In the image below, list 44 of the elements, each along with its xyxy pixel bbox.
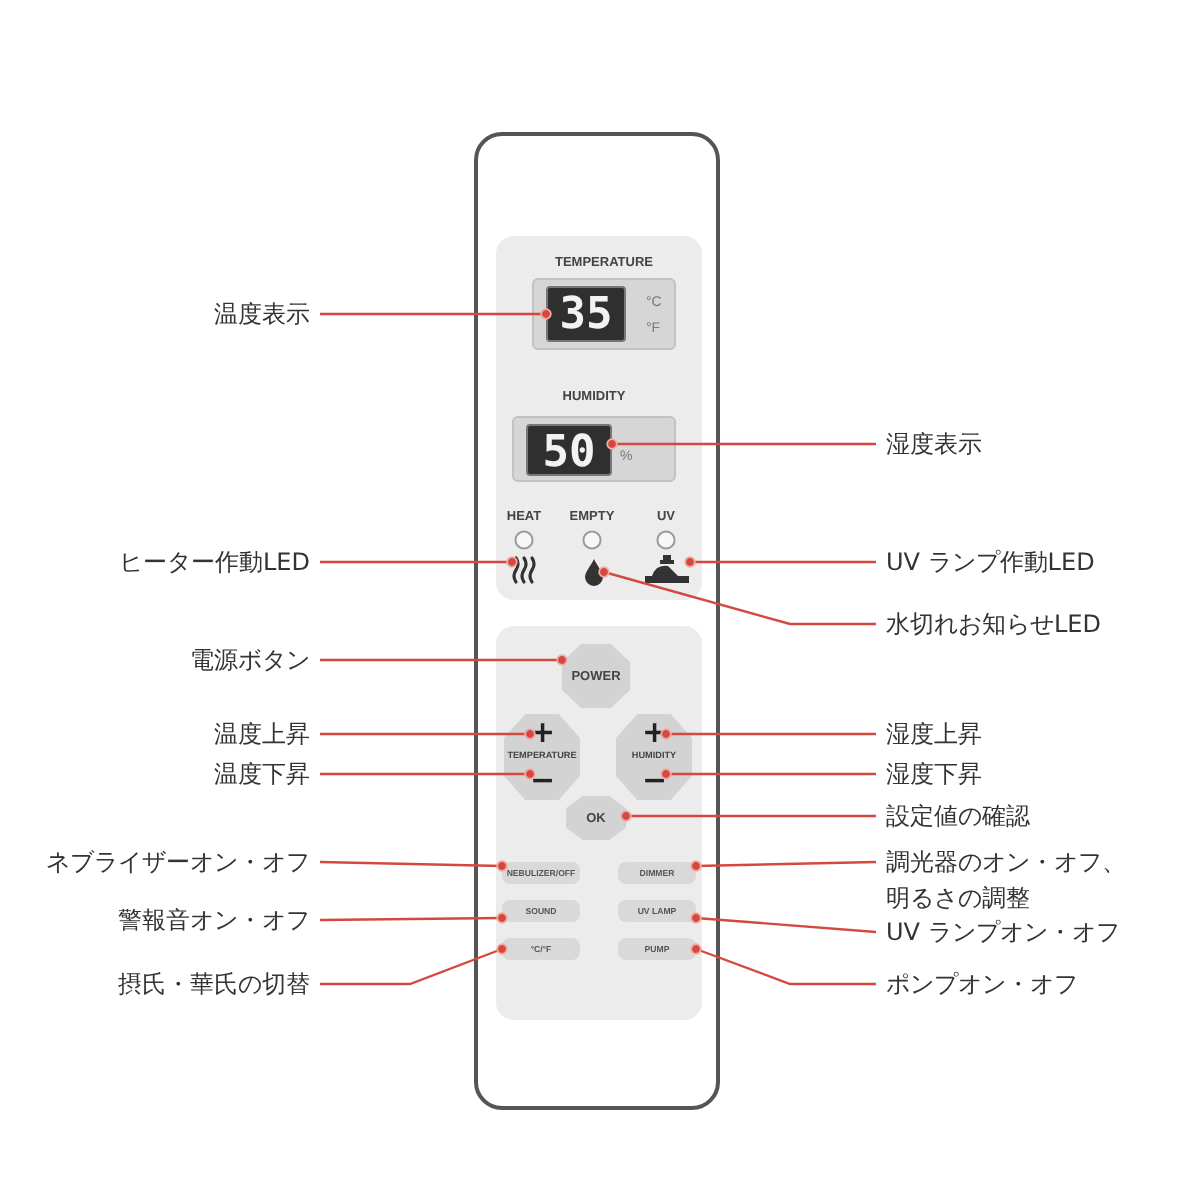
leader-line — [684, 556, 876, 568]
leader-line — [320, 728, 536, 740]
leader-line — [598, 566, 876, 626]
display-window — [532, 278, 676, 350]
leader-line — [606, 438, 876, 450]
lcd-readout: 50 — [526, 424, 612, 476]
leader-line — [690, 943, 876, 986]
leader-line — [660, 728, 876, 740]
leader-line — [320, 768, 536, 780]
leader-line — [620, 810, 876, 822]
callout-label: 湿度表示 — [876, 426, 982, 462]
callout-label: 水切れお知らせLED — [876, 606, 1102, 642]
callout-label: 摂氏・華氏の切替 — [118, 966, 320, 1002]
callout-label: 電源ボタン — [190, 642, 320, 678]
callout-label: 警報音オン・オフ — [118, 902, 320, 938]
callout-label: 温度表示 — [214, 296, 320, 332]
display-window — [512, 416, 676, 482]
callout-label: 温度下昇 — [214, 756, 320, 792]
callout-label: UV ランプオン・オフ — [876, 914, 1120, 950]
minus-sign: − — [642, 768, 666, 794]
leader-line — [320, 654, 568, 666]
leader-line — [320, 556, 518, 568]
heat-waves-icon — [512, 556, 536, 584]
callout-label: 調光器のオン・オフ、明るさの調整 — [876, 844, 1136, 916]
leader-line — [690, 912, 877, 934]
lamp-tray-icon — [644, 554, 690, 584]
callout-label: ヒーター作動LED — [118, 544, 320, 580]
leader-line — [320, 912, 508, 924]
callout-label: 湿度下昇 — [876, 756, 982, 792]
minus-sign: − — [530, 768, 554, 794]
plus-sign: + — [530, 720, 554, 746]
callout-label: ポンプオン・オフ — [876, 966, 1078, 1002]
callout-label: UV ランプ作動LED — [876, 544, 1095, 580]
callout-label: 設定値の確認 — [876, 798, 1030, 834]
leader-line — [690, 860, 877, 872]
leader-line — [660, 768, 876, 780]
leader-line — [320, 943, 508, 986]
callout-label: 湿度上昇 — [876, 716, 982, 752]
lcd-readout: 35 — [546, 286, 626, 342]
leader-line — [319, 860, 508, 872]
water-drop-icon — [584, 558, 604, 586]
callout-label: ネブライザーオン・オフ — [46, 844, 320, 880]
leader-line — [320, 308, 552, 320]
callout-label: 温度上昇 — [214, 716, 320, 752]
